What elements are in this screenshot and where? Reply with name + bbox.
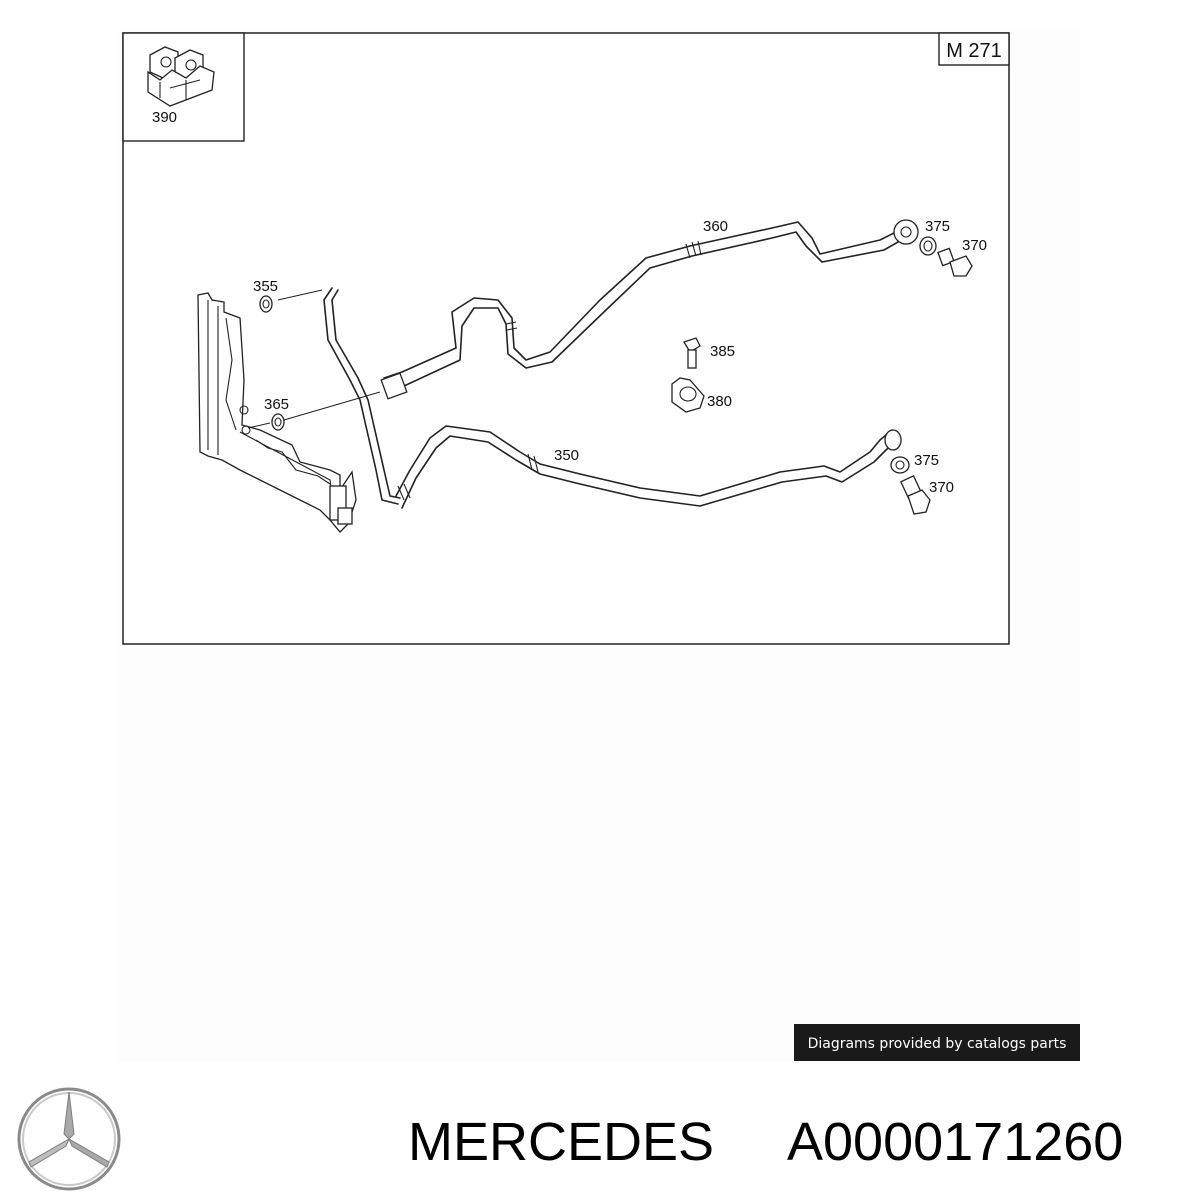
pipe-350	[395, 425, 902, 509]
washer-375-top	[919, 236, 937, 256]
washer-375-bottom	[890, 456, 910, 474]
pipe-360	[323, 219, 919, 505]
leader-365	[283, 391, 381, 421]
inset-box-390: 390	[122, 32, 245, 142]
part-label-365: 365	[264, 396, 289, 413]
credit-banner: Diagrams provided by catalogs parts	[794, 1024, 1080, 1061]
double-clip-icon	[147, 46, 215, 107]
footer-part-number: A0000171260	[787, 1112, 1123, 1172]
part-label-375-top: 375	[925, 218, 950, 235]
frame-code-box: M 271	[938, 32, 1010, 66]
leader-355	[277, 289, 323, 301]
banjo-bolt-370-bottom	[899, 475, 931, 515]
part-label-370-top: 370	[962, 237, 987, 254]
credit-text: Diagrams provided by catalogs parts	[808, 1036, 1067, 1052]
oil-cooler-radiator	[197, 292, 357, 533]
sealing-ring-355	[259, 295, 273, 313]
clamp-380	[671, 377, 705, 413]
part-label-350: 350	[554, 447, 579, 464]
inset-part-label: 390	[152, 109, 177, 126]
part-label-385: 385	[710, 343, 735, 360]
frame-code-label: M 271	[946, 40, 1002, 62]
mercedes-star-logo-icon	[17, 1087, 121, 1191]
part-label-380: 380	[707, 393, 732, 410]
sealing-ring-365	[271, 413, 285, 431]
banjo-bolt-370-top	[937, 247, 973, 277]
part-label-355: 355	[253, 278, 278, 295]
screw-385	[683, 337, 701, 369]
footer-brand: MERCEDES	[408, 1112, 714, 1172]
part-label-360: 360	[703, 218, 728, 235]
part-label-375-bottom: 375	[914, 452, 939, 469]
leader-365b	[247, 422, 271, 429]
diagram-frame	[122, 32, 1010, 645]
part-label-370-bottom: 370	[929, 479, 954, 496]
